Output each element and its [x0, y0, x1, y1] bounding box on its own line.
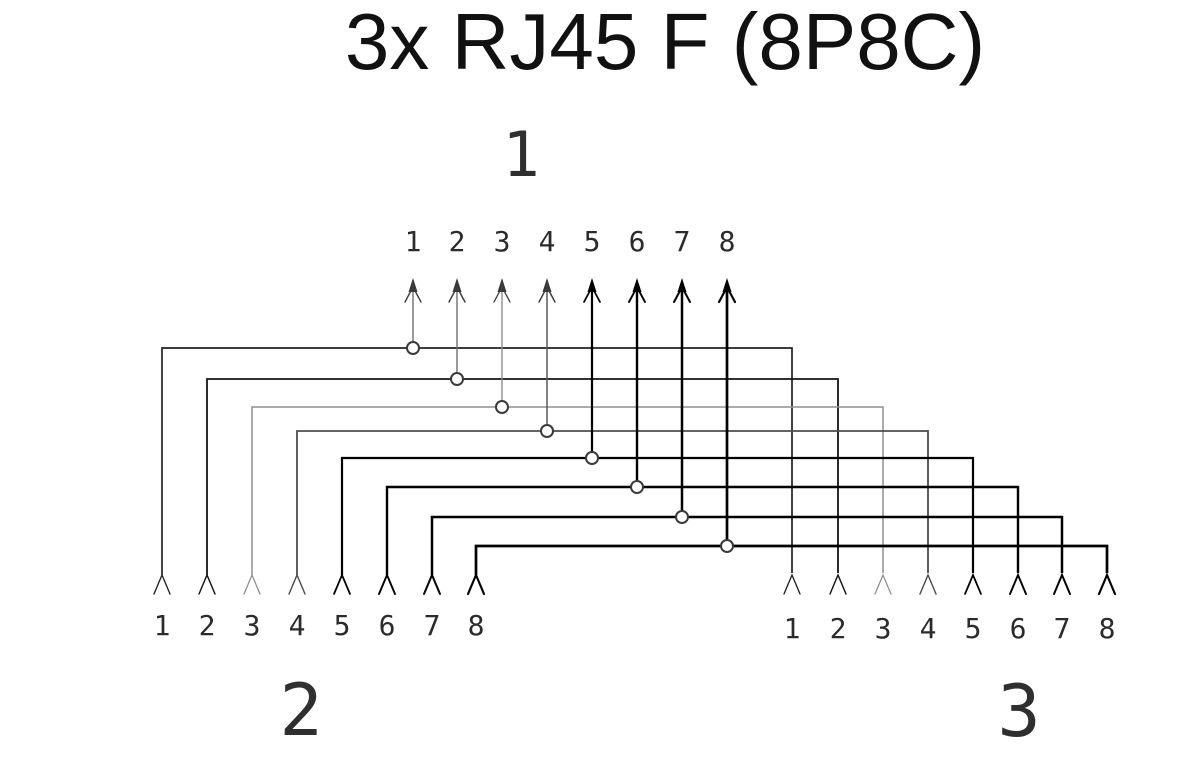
junction-pin-2: [450, 372, 464, 386]
pin-fork-connector2-pin-2: [198, 573, 216, 595]
pin-fork-connector2-pin-1: [153, 573, 171, 595]
pin-label-connector3-pin-4: 4: [919, 612, 937, 645]
wire-pin-6: [385, 485, 1020, 575]
pin-label-connector2-pin-1: 1: [153, 609, 171, 642]
pin-fork-connector3-pin-7: [1053, 572, 1071, 595]
pin-arrow-tip-connector1-pin-5: [587, 278, 597, 292]
pin-fork-connector3-pin-8: [1097, 572, 1117, 596]
pin-label-connector2-pin-4: 4: [288, 609, 306, 642]
pin-arrow-tip-connector1-pin-7: [677, 278, 687, 292]
pin-label-connector3-pin-1: 1: [783, 612, 801, 645]
pin-label-connector1-pin-1: 1: [404, 225, 422, 258]
pin-arrow-tip-connector1-pin-2: [452, 278, 462, 292]
connector-1-label: 1: [502, 118, 540, 191]
pin-fork-connector3-pin-3: [874, 573, 892, 595]
pin-fork-connector2-pin-3: [243, 573, 261, 595]
pin-label-connector2-pin-7: 7: [423, 609, 441, 642]
pin-arrow-tip-connector1-pin-4: [542, 278, 552, 292]
pin-label-connector1-pin-4: 4: [538, 225, 556, 258]
pin-fork-connector3-pin-1: [783, 573, 801, 595]
pin-arrow-tip-connector1-pin-1: [408, 278, 418, 292]
connector-3-label: 3: [997, 669, 1041, 753]
diagram-title: 3x RJ45 F (8P8C): [344, 0, 986, 86]
pin-label-connector3-pin-7: 7: [1053, 612, 1071, 645]
wire-pin-1: [161, 347, 793, 575]
pin-fork-connector3-pin-2: [829, 573, 847, 595]
pin-label-connector1-pin-3: 3: [493, 225, 511, 258]
pin-fork-connector3-pin-4: [919, 573, 937, 595]
pin-fork-connector2-pin-5: [333, 572, 351, 595]
pin-label-connector3-pin-5: 5: [964, 612, 982, 645]
pin-label-connector2-pin-2: 2: [198, 609, 216, 642]
pin-label-connector2-pin-8: 8: [467, 609, 485, 642]
pin-label-connector1-pin-6: 6: [628, 225, 646, 258]
pin-arrow-tip-connector1-pin-6: [632, 278, 642, 292]
pin-label-connector1-pin-7: 7: [673, 225, 691, 258]
pin-label-connector2-pin-5: 5: [333, 609, 351, 642]
pin-label-connector1-pin-8: 8: [718, 225, 736, 258]
wire-pin-2: [206, 378, 839, 575]
pin-label-connector3-pin-3: 3: [874, 612, 892, 645]
wire-pin-8: [474, 544, 1109, 575]
junction-pin-5: [585, 451, 599, 465]
wire-pin-4: [296, 430, 929, 575]
pin-fork-connector3-pin-6: [1009, 572, 1027, 595]
pin-label-connector3-pin-8: 8: [1098, 612, 1116, 645]
junction-pin-1: [406, 341, 420, 355]
junction-pin-7: [675, 510, 689, 524]
pin-label-connector1-pin-5: 5: [583, 225, 601, 258]
wire-pin-5: [340, 456, 975, 575]
junction-pin-4: [540, 424, 554, 438]
connector-2-label: 2: [279, 668, 323, 752]
pin-arrow-tip-connector1-pin-8: [722, 278, 732, 292]
pin-label-connector1-pin-2: 2: [448, 225, 466, 258]
pin-fork-connector2-pin-6: [378, 572, 396, 595]
pin-label-connector2-pin-3: 3: [243, 609, 261, 642]
pin-fork-connector3-pin-5: [964, 572, 982, 595]
junction-pin-8: [720, 539, 734, 553]
junction-pin-6: [630, 480, 644, 494]
pin-fork-connector2-pin-8: [466, 572, 486, 596]
pin-label-connector3-pin-2: 2: [829, 612, 847, 645]
pin-fork-connector2-pin-4: [288, 573, 306, 595]
junction-pin-3: [495, 400, 509, 414]
wire-pin-3: [251, 406, 884, 575]
pin-label-connector3-pin-6: 6: [1009, 612, 1027, 645]
pin-label-connector2-pin-6: 6: [378, 609, 396, 642]
pin-fork-connector2-pin-7: [423, 572, 441, 595]
pin-arrow-tip-connector1-pin-3: [497, 278, 507, 292]
